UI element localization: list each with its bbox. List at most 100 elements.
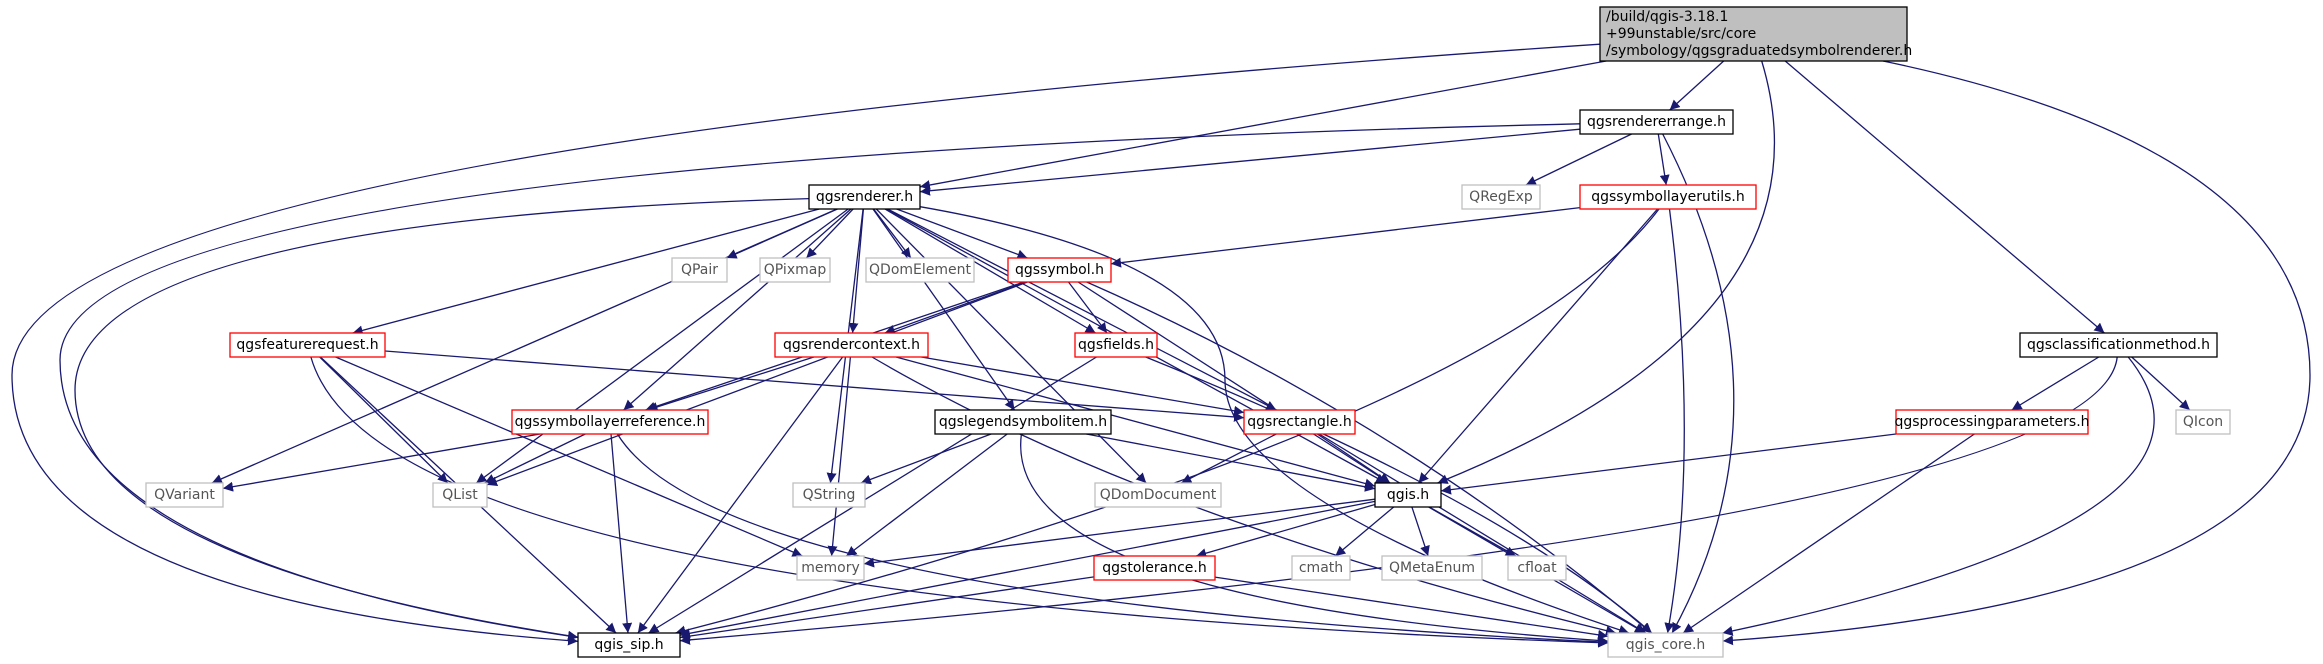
edge-rendercontext-to-qgis bbox=[895, 356, 1376, 489]
node-box bbox=[1579, 109, 1734, 135]
node-fields[interactable]: qgsfields.h bbox=[1074, 332, 1158, 358]
node-classificationmethod[interactable]: qgsclassificationmethod.h bbox=[2019, 332, 2218, 358]
node-label: cmath bbox=[1299, 560, 1343, 576]
node-rendercontext[interactable]: qgsrendercontext.h bbox=[774, 332, 929, 358]
edge-root-to-qgis_core bbox=[1722, 60, 2311, 646]
node-qgis[interactable]: qgis.h bbox=[1374, 482, 1442, 508]
node-label: qgsfeaturerequest.h bbox=[236, 337, 378, 353]
node-box bbox=[808, 184, 921, 210]
edge-fields-to-qgis_sip bbox=[648, 356, 1097, 634]
edge-featurerequest-to-memory bbox=[335, 356, 803, 557]
edge-symbollayerreference-to-qvariant bbox=[222, 433, 541, 492]
edge-renderer-to-qlist bbox=[475, 208, 849, 484]
node-label: qgssymbol.h bbox=[1015, 262, 1104, 278]
edge-rectangle-to-qgis_core bbox=[1318, 433, 1647, 634]
edge-renderer-to-rectangle bbox=[887, 208, 1277, 411]
node-box bbox=[432, 482, 488, 508]
node-qmetaenum: QMetaEnum bbox=[1381, 555, 1483, 581]
edge-classificationmethod-to-qgis_sip bbox=[679, 356, 2118, 645]
node-label: qgsclassificationmethod.h bbox=[2027, 337, 2210, 353]
edge-root-to-renderer bbox=[919, 60, 1607, 190]
edge-renderer-to-fields bbox=[884, 208, 1096, 334]
node-label: cfloat bbox=[1517, 560, 1557, 576]
node-box bbox=[1579, 184, 1757, 210]
edge-processingparameters-to-qgis bbox=[1440, 433, 1897, 495]
node-box bbox=[934, 409, 1112, 435]
node-label: QPixmap bbox=[764, 262, 827, 278]
node-box bbox=[2019, 332, 2218, 358]
node-box bbox=[796, 555, 865, 581]
edge-symbol-to-qgis bbox=[1077, 281, 1390, 484]
node-label: qgslegendsymbolitem.h bbox=[939, 414, 1107, 430]
node-qpair: QPair bbox=[671, 257, 728, 283]
node-qgis_sip[interactable]: qgis_sip.h bbox=[577, 632, 681, 658]
node-symbollayerreference[interactable]: qgssymbollayerreference.h bbox=[511, 409, 709, 435]
edge-root-to-qgis_sip bbox=[11, 43, 1601, 646]
edge-qgis-to-cmath bbox=[1334, 506, 1395, 557]
edge-symbol-to-qgis_core bbox=[1086, 281, 1652, 634]
node-label: qgsrectangle.h bbox=[1247, 414, 1351, 430]
node-symbol[interactable]: qgssymbol.h bbox=[1007, 257, 1112, 283]
node-box bbox=[865, 257, 975, 283]
node-label: qgis.h bbox=[1387, 487, 1429, 503]
node-label: qgsrenderer.h bbox=[816, 189, 913, 205]
node-box bbox=[759, 257, 831, 283]
edge-symbollayerutils-to-qgis_core bbox=[1664, 208, 1685, 634]
edge-rendercontext-to-rectangle bbox=[921, 356, 1245, 416]
node-rectangle[interactable]: qgsrectangle.h bbox=[1243, 409, 1356, 435]
edge-symbol-to-rendercontext bbox=[884, 281, 1027, 335]
node-processingparameters[interactable]: qgsprocessingparameters.h bbox=[1894, 409, 2090, 435]
node-legendsymbolitem[interactable]: qgslegendsymbolitem.h bbox=[934, 409, 1112, 435]
edge-rendererrange-to-renderer bbox=[919, 128, 1581, 196]
node-label: QVariant bbox=[154, 487, 215, 503]
node-rendererrange[interactable]: qgsrendererrange.h bbox=[1579, 109, 1734, 135]
node-box bbox=[2175, 409, 2231, 435]
node-label: +99unstable/src/core bbox=[1606, 26, 1756, 42]
node-label: QString bbox=[803, 487, 856, 503]
edge-legendsymbolitem-to-memory bbox=[845, 433, 1008, 557]
edge-rendercontext-to-symbollayerreference bbox=[647, 356, 815, 412]
node-label: qgis_sip.h bbox=[594, 637, 663, 653]
node-box bbox=[1374, 482, 1442, 508]
node-qstring: QString bbox=[792, 482, 866, 508]
edge-legendsymbolitem-to-qstring bbox=[860, 433, 992, 485]
node-label: qgsfields.h bbox=[1078, 337, 1154, 353]
node-label: QDomDocument bbox=[1100, 487, 1217, 503]
node-label: qgssymbollayerreference.h bbox=[515, 414, 706, 430]
node-tolerance[interactable]: qgstolerance.h bbox=[1093, 555, 1216, 581]
node-label: QIcon bbox=[2183, 414, 2223, 430]
node-root[interactable]: /build/qgis-3.18.1+99unstable/src/core/s… bbox=[1599, 6, 1912, 62]
node-qregexp: QRegExp bbox=[1461, 184, 1541, 210]
node-box bbox=[774, 332, 929, 358]
node-symbollayerutils[interactable]: qgssymbollayerutils.h bbox=[1579, 184, 1757, 210]
edge-root-to-qgis bbox=[1437, 60, 1776, 484]
node-cfloat: cfloat bbox=[1507, 555, 1567, 581]
node-box bbox=[1461, 184, 1541, 210]
edge-rendercontext-to-qgis_sip bbox=[637, 356, 844, 634]
edge-qgis-to-memory bbox=[863, 498, 1376, 568]
node-label: qgsrendererrange.h bbox=[1587, 114, 1726, 130]
node-box bbox=[145, 482, 224, 508]
node-label: qgsrendercontext.h bbox=[783, 337, 920, 353]
edge-renderer-to-qpixmap bbox=[805, 208, 854, 259]
file-nodes: /build/qgis-3.18.1+99unstable/src/core/s… bbox=[145, 6, 2231, 658]
edge-featurerequest-to-rectangle bbox=[384, 350, 1245, 422]
edge-qgis-to-qgis_sip bbox=[679, 500, 1376, 639]
edge-processingparameters-to-qgis_core bbox=[1682, 433, 1975, 634]
node-qicon: QIcon bbox=[2175, 409, 2231, 435]
node-qdomdocument: QDomDocument bbox=[1094, 482, 1222, 508]
edge-rectangle-to-qgis bbox=[1316, 433, 1391, 484]
node-box bbox=[792, 482, 866, 508]
node-qpixmap: QPixmap bbox=[759, 257, 831, 283]
node-renderer[interactable]: qgsrenderer.h bbox=[808, 184, 921, 210]
edge-rectangle-to-qdomdocument bbox=[1181, 433, 1277, 484]
node-qvariant: QVariant bbox=[145, 482, 224, 508]
edge-featurerequest-to-qgis_core bbox=[310, 356, 1609, 648]
edge-qgis-to-tolerance bbox=[1196, 503, 1376, 559]
node-featurerequest[interactable]: qgsfeaturerequest.h bbox=[229, 332, 386, 358]
edge-renderer-to-symbol bbox=[896, 208, 1028, 260]
edge-root-to-rendererrange bbox=[1669, 60, 1725, 111]
node-box bbox=[1094, 482, 1222, 508]
edge-renderer-to-qgis_sip bbox=[74, 197, 810, 641]
